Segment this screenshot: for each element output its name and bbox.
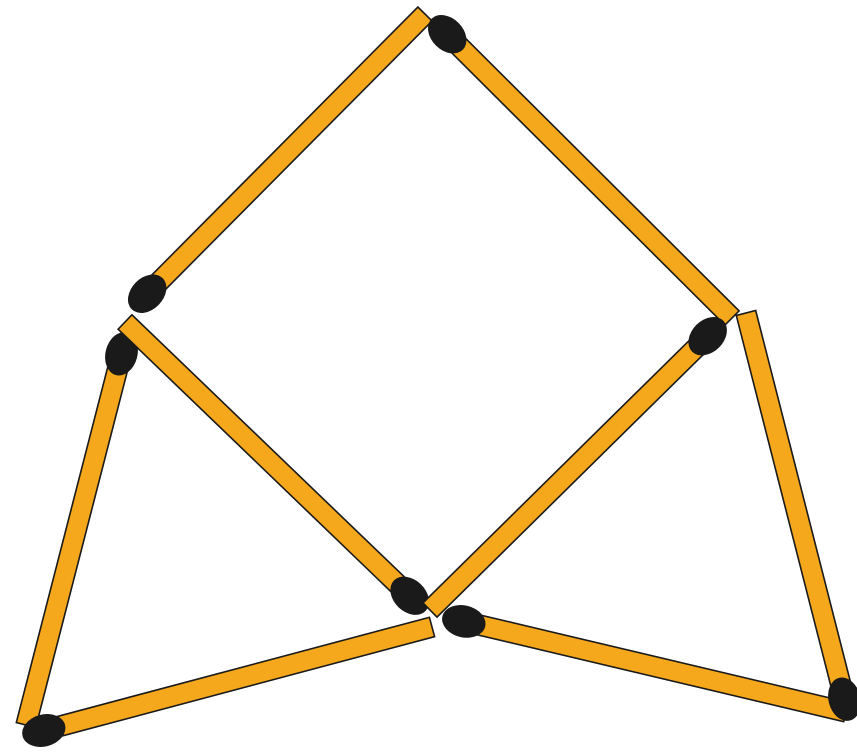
match-top-left bbox=[120, 7, 432, 321]
match-bottom-left bbox=[18, 617, 434, 751]
matchsticks bbox=[16, 7, 857, 752]
matchstick-body bbox=[136, 7, 432, 305]
match-bottom-right bbox=[439, 601, 849, 722]
matchstick-body bbox=[736, 311, 855, 708]
match-top-right bbox=[420, 7, 739, 325]
matchstick-body bbox=[436, 23, 739, 325]
matchstick-body bbox=[35, 617, 434, 741]
match-right-outer bbox=[736, 311, 857, 725]
matchstick-body bbox=[456, 610, 849, 721]
matchstick-body bbox=[423, 325, 719, 617]
match-inner-right bbox=[423, 309, 735, 617]
matchstick-body bbox=[16, 346, 132, 728]
match-inner-left bbox=[118, 315, 437, 623]
match-left-outer bbox=[16, 329, 142, 728]
matchstick-body bbox=[118, 315, 421, 607]
